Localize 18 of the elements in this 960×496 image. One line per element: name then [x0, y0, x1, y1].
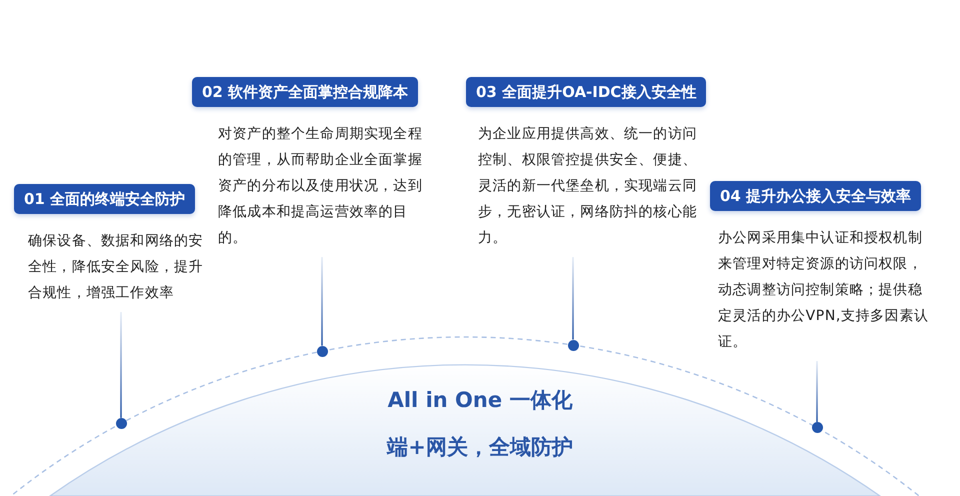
connector-line — [120, 312, 122, 418]
description-text: 办公网采用集中认证和授权机制来管理对特定资源的访问权限，动态调整访问控制策略；提供稳定灵活的办公VPN,支持多因素认证。 — [718, 229, 930, 352]
heading-tab: 02 软件资产全面掌控合规降本 — [192, 77, 418, 107]
timeline-dot — [568, 340, 578, 351]
heading-tab: 04 提升办公接入安全与效率 — [710, 181, 922, 211]
timeline-dot — [316, 346, 328, 357]
timeline-dot — [812, 422, 822, 434]
connector-line — [572, 257, 574, 340]
description-text: 确保设备、数据和网络的安全性，降低安全风险，提升合规性，增强工作效率 — [28, 232, 204, 303]
heading-tab: 03 全面提升OA-IDC接入安全性 — [466, 77, 706, 107]
dome-title: 端+网关，全域防护 — [386, 434, 574, 461]
heading-tab: 01 全面的终端安全防护 — [14, 184, 196, 214]
description-text: 为企业应用提供高效、统一的访问控制、权限管控提供安全、便捷、灵活的新一代堡垒机，实现端云同步，无密认证，网络防抖的核心能力。 — [478, 125, 698, 248]
dome-title: All in One 一体化 — [386, 387, 574, 414]
description-text: 对资产的整个生命周期实现全程的管理，从而帮助企业全面掌握资产的分布以及使用状况，达到降低成本和提高运营效率的目的。 — [218, 125, 424, 248]
connector-line — [816, 361, 818, 422]
timeline-dot — [116, 418, 126, 429]
connector-line — [321, 257, 323, 346]
